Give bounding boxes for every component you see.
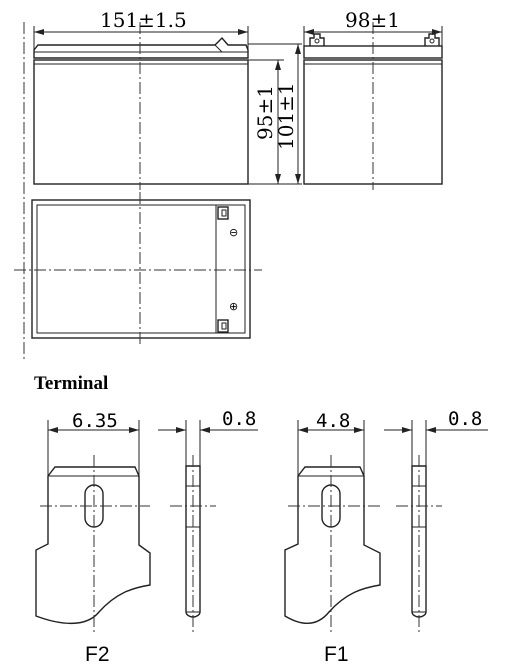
f1-thickness-dimension: 0.8 (448, 408, 482, 430)
side-view: 98±1 (303, 8, 443, 190)
terminal-f1-label: F1 (324, 643, 349, 666)
negative-terminal-icon: ⊖ (229, 226, 238, 239)
body-height-dimension: 95±1 (253, 85, 277, 140)
positive-terminal-icon: ⊕ (229, 300, 238, 313)
terminal-f1-front: 4.8 F1 (284, 410, 381, 666)
length-dimension: 151±1.5 (100, 8, 187, 32)
width-dimension: 98±1 (345, 8, 400, 32)
front-view: 151±1.5 (23, 8, 249, 360)
total-height-dimension: 101±1 (274, 82, 298, 150)
top-view: ⊖ ⊕ (14, 192, 262, 346)
terminal-f2-front: 6.35 F2 (35, 410, 151, 666)
terminal-f2-side: 0.8 (158, 408, 258, 632)
f2-thickness-dimension: 0.8 (222, 408, 256, 430)
height-dimensions: 95±1 101±1 (248, 43, 302, 185)
f1-width-dimension: 4.8 (316, 410, 350, 432)
section-title: Terminal (34, 373, 108, 394)
terminal-f1-side: 0.8 (384, 408, 488, 632)
terminal-f2-label: F2 (85, 643, 110, 666)
f2-width-dimension: 6.35 (72, 410, 118, 432)
